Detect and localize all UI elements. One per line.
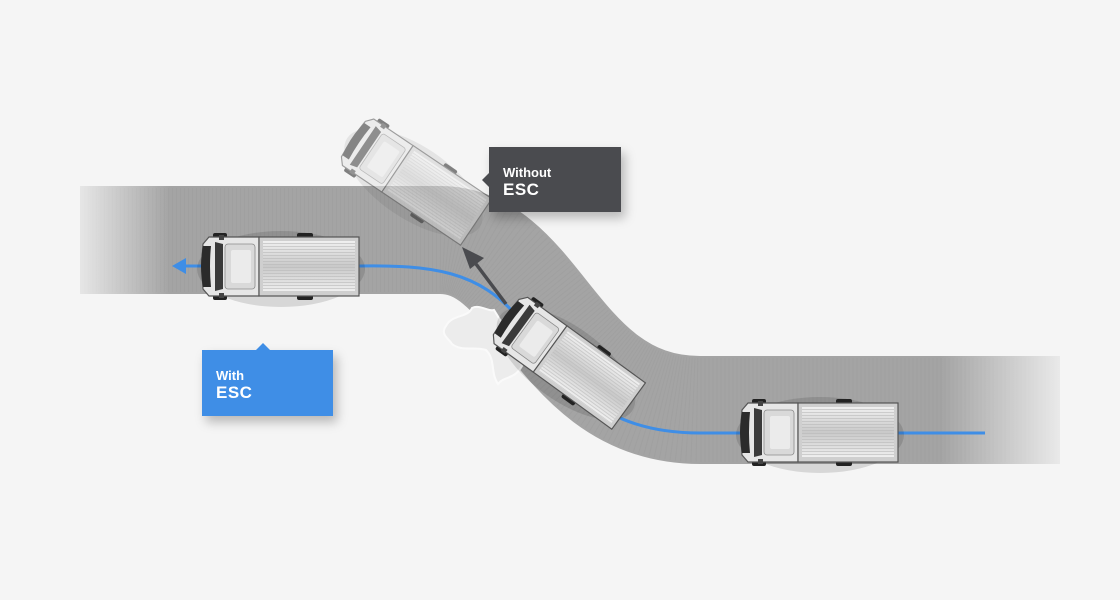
- with-esc-callout: With ESC: [202, 343, 333, 416]
- road-fade-right: [940, 350, 1080, 480]
- without-esc-line2: ESC: [503, 180, 540, 199]
- without-esc-line1: Without: [503, 165, 552, 180]
- with-esc-arrowhead-icon: [172, 258, 186, 274]
- truck-right: [735, 396, 905, 474]
- without-esc-arrow: [474, 262, 508, 306]
- with-esc-line2: ESC: [216, 383, 253, 402]
- without-esc-arrowhead-icon: [462, 247, 484, 269]
- truck-left: [196, 230, 366, 308]
- road-fade-left: [60, 180, 170, 320]
- without-esc-callout: Without ESC: [482, 147, 621, 212]
- with-esc-line1: With: [216, 368, 245, 383]
